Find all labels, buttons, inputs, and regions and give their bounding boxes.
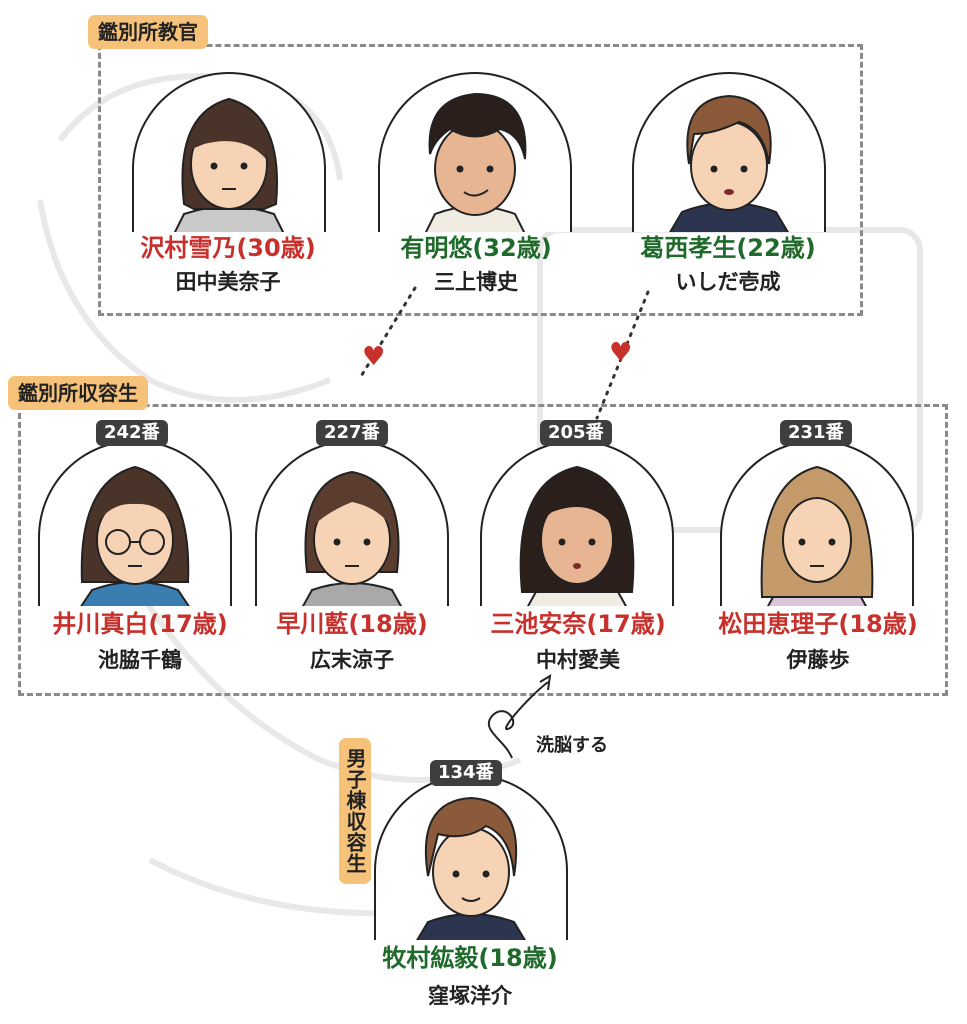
avatar-makimura bbox=[374, 774, 568, 940]
inmate-role-name: 松田恵理子(18歳) bbox=[718, 610, 918, 638]
male-role-name: 牧村紘毅(18歳) bbox=[382, 944, 558, 972]
staff-actor-name: 三上博史 bbox=[434, 270, 518, 294]
inmate-actor-name: 伊藤歩 bbox=[786, 648, 850, 672]
avatar-miike bbox=[480, 440, 674, 606]
avatar-hayakawa bbox=[255, 440, 449, 606]
avatar-kasai bbox=[632, 72, 826, 232]
avatar-igawa bbox=[38, 440, 232, 606]
staff-role-name: 葛西孝生(22歳) bbox=[640, 234, 816, 262]
inmates-group-box bbox=[18, 404, 948, 696]
inmate-number-badge: 227番 bbox=[316, 420, 388, 446]
inmate-actor-name: 中村愛美 bbox=[536, 648, 620, 672]
staff-actor-name: 田中美奈子 bbox=[175, 270, 281, 294]
staff-group-box bbox=[98, 44, 863, 316]
male-section-label: 男子棟収容生 bbox=[339, 738, 371, 884]
inmate-role-name: 井川真白(17歳) bbox=[52, 610, 228, 638]
staff-actor-name: いしだ壱成 bbox=[675, 270, 781, 294]
staff-section-label: 鑑別所教官 bbox=[88, 15, 208, 49]
male-number-badge: 134番 bbox=[430, 760, 502, 786]
avatar-matsuda bbox=[720, 440, 914, 606]
inmate-number-badge: 242番 bbox=[96, 420, 168, 446]
staff-role-name: 沢村雪乃(30歳) bbox=[140, 234, 316, 262]
staff-role-name: 有明悠(32歳) bbox=[400, 234, 552, 262]
inmates-section-label: 鑑別所収容生 bbox=[8, 376, 148, 410]
male-actor-name: 窪塚洋介 bbox=[428, 984, 512, 1008]
love-heart-icon: ♥ bbox=[362, 342, 386, 372]
love-heart-icon: ♥ bbox=[609, 338, 633, 368]
inmate-actor-name: 広末涼子 bbox=[310, 648, 394, 672]
inmate-actor-name: 池脇千鶴 bbox=[98, 648, 182, 672]
inmate-role-name: 早川藍(18歳) bbox=[276, 610, 428, 638]
brainwash-annotation: 洗脳する bbox=[536, 735, 608, 756]
inmate-number-badge: 205番 bbox=[540, 420, 612, 446]
avatar-ariake bbox=[378, 72, 572, 232]
inmate-role-name: 三池安奈(17歳) bbox=[490, 610, 666, 638]
avatar-sawamura bbox=[132, 72, 326, 232]
inmate-number-badge: 231番 bbox=[780, 420, 852, 446]
